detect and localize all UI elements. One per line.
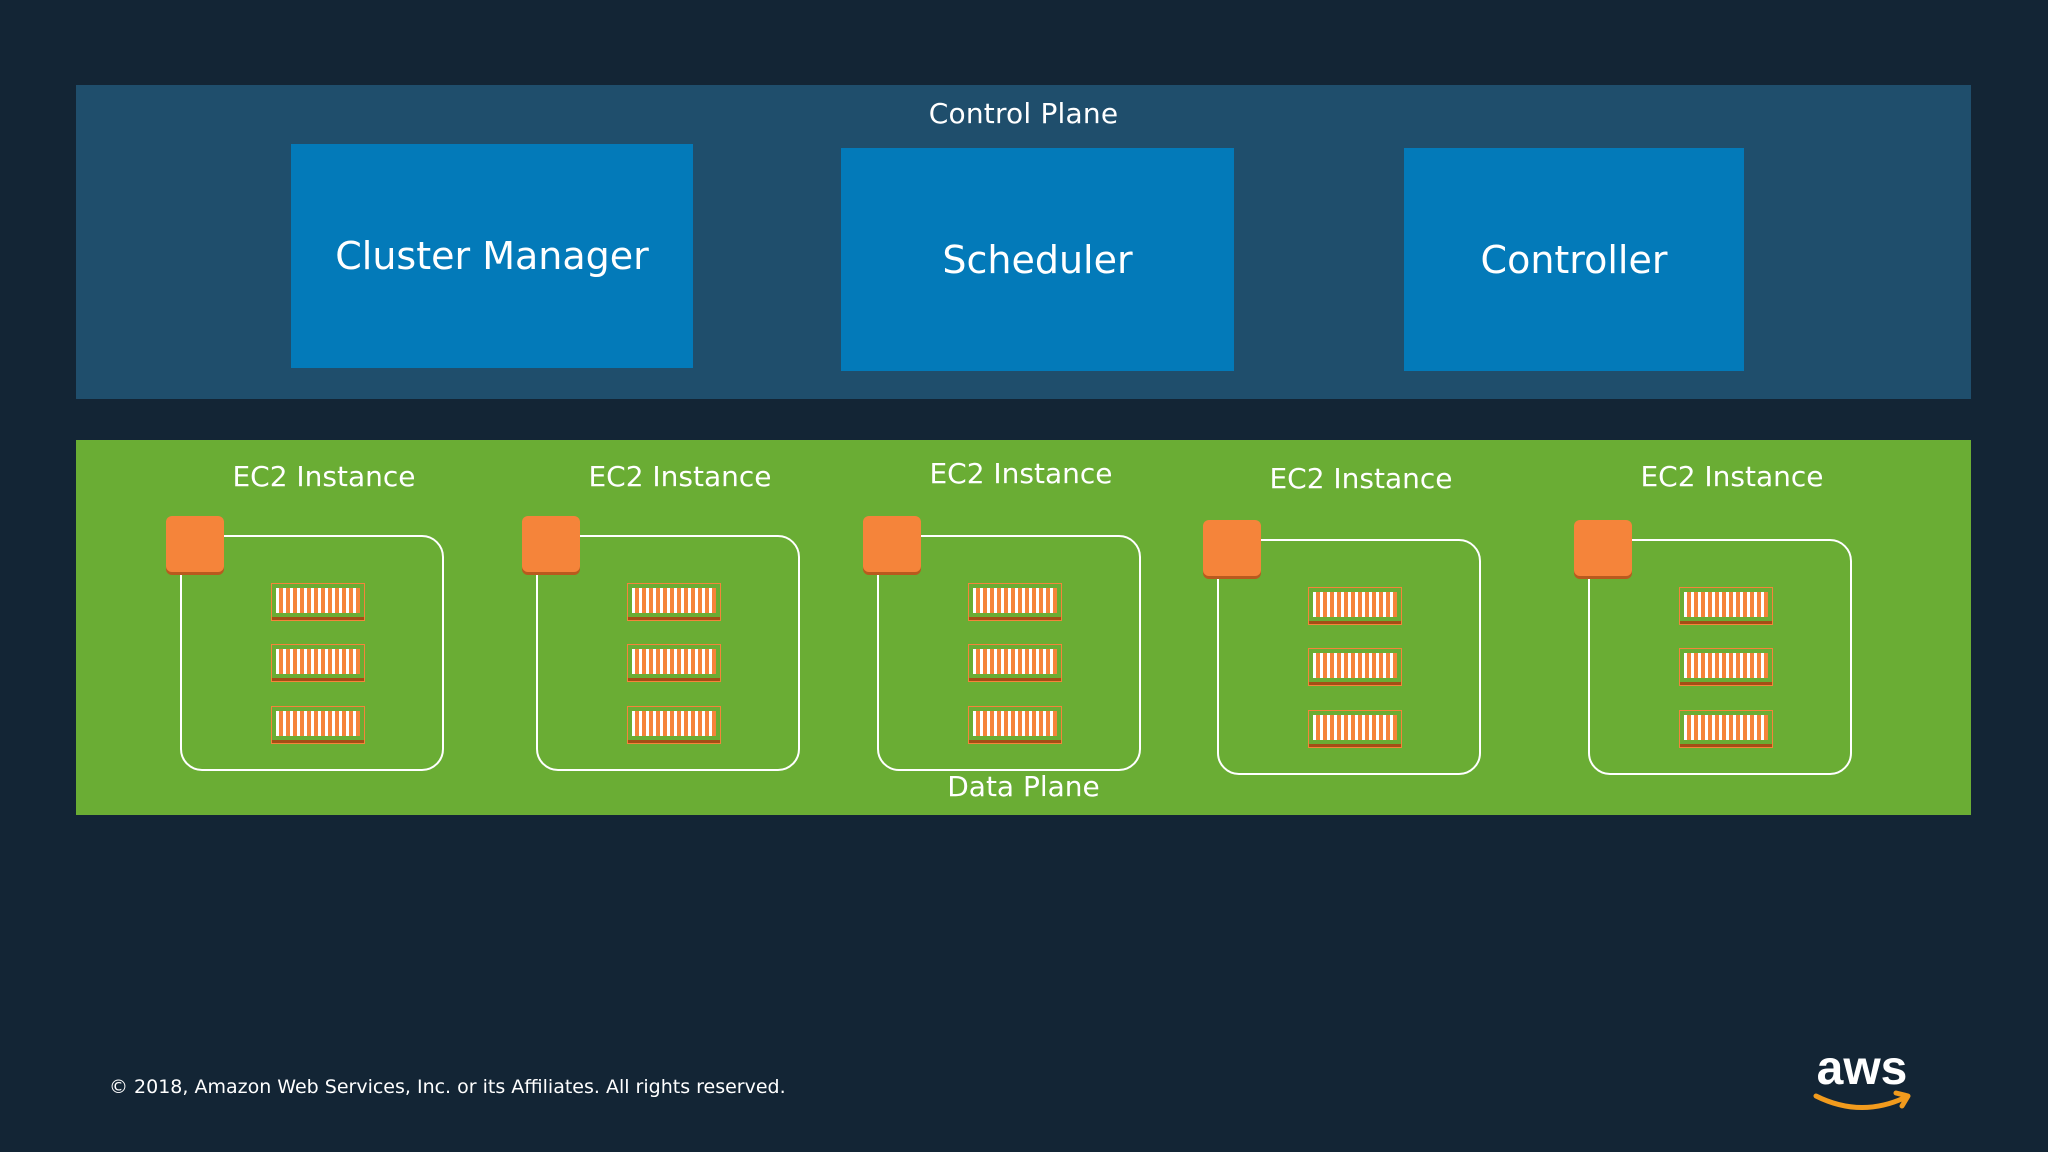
container-icon: [627, 583, 721, 621]
ec2-chip-icon: [166, 516, 224, 572]
container-icon: [1308, 710, 1402, 748]
container-icon: [627, 644, 721, 682]
ec2-instance-frame: [1588, 539, 1852, 775]
container-icon: [1679, 710, 1773, 748]
aws-logo-icon: aws: [1813, 1042, 1911, 1110]
ec2-chip-icon: [1203, 520, 1261, 576]
control-plane-label: Control Plane: [928, 97, 1119, 130]
ec2-instance: EC2 Instance: [863, 457, 1145, 775]
ec2-chip-icon: [863, 516, 921, 572]
ec2-instance-frame: [536, 535, 800, 771]
ec2-instance-label: EC2 Instance: [232, 460, 416, 493]
data-plane: EC2 Instance EC2 Instance EC2 Instance E…: [76, 440, 1971, 815]
ec2-instance: EC2 Instance: [1574, 460, 1856, 778]
container-icon: [1308, 648, 1402, 686]
container-icon: [271, 583, 365, 621]
controller-box: Controller: [1404, 148, 1744, 371]
ec2-instance: EC2 Instance: [522, 460, 804, 778]
container-icon: [271, 706, 365, 744]
scheduler-box: Scheduler: [841, 148, 1234, 371]
container-icon: [1308, 587, 1402, 625]
container-icon: [968, 583, 1062, 621]
controller-label: Controller: [1480, 237, 1668, 282]
container-icon: [968, 644, 1062, 682]
ec2-chip-icon: [522, 516, 580, 572]
ec2-instance: EC2 Instance: [1203, 462, 1485, 780]
ec2-chip-icon: [1574, 520, 1632, 576]
ec2-instance-frame: [1217, 539, 1481, 775]
ec2-instance-label: EC2 Instance: [588, 460, 772, 493]
scheduler-label: Scheduler: [942, 237, 1133, 282]
ec2-instance-label: EC2 Instance: [929, 457, 1113, 490]
ec2-instance-label: EC2 Instance: [1269, 462, 1453, 495]
cluster-manager-box: Cluster Manager: [291, 144, 693, 368]
ec2-instance: EC2 Instance: [166, 460, 448, 778]
copyright-text: © 2018, Amazon Web Services, Inc. or its…: [109, 1076, 786, 1098]
data-plane-label: Data Plane: [947, 770, 1100, 803]
ec2-instance-frame: [877, 535, 1141, 771]
container-icon: [271, 644, 365, 682]
cluster-manager-label: Cluster Manager: [335, 234, 649, 278]
container-icon: [627, 706, 721, 744]
container-icon: [968, 706, 1062, 744]
control-plane: Control Plane Cluster Manager Scheduler …: [76, 85, 1971, 399]
ec2-instance-label: EC2 Instance: [1640, 460, 1824, 493]
container-icon: [1679, 648, 1773, 686]
container-icon: [1679, 587, 1773, 625]
aws-logo-text: aws: [1817, 1042, 1908, 1095]
ec2-instance-frame: [180, 535, 444, 771]
